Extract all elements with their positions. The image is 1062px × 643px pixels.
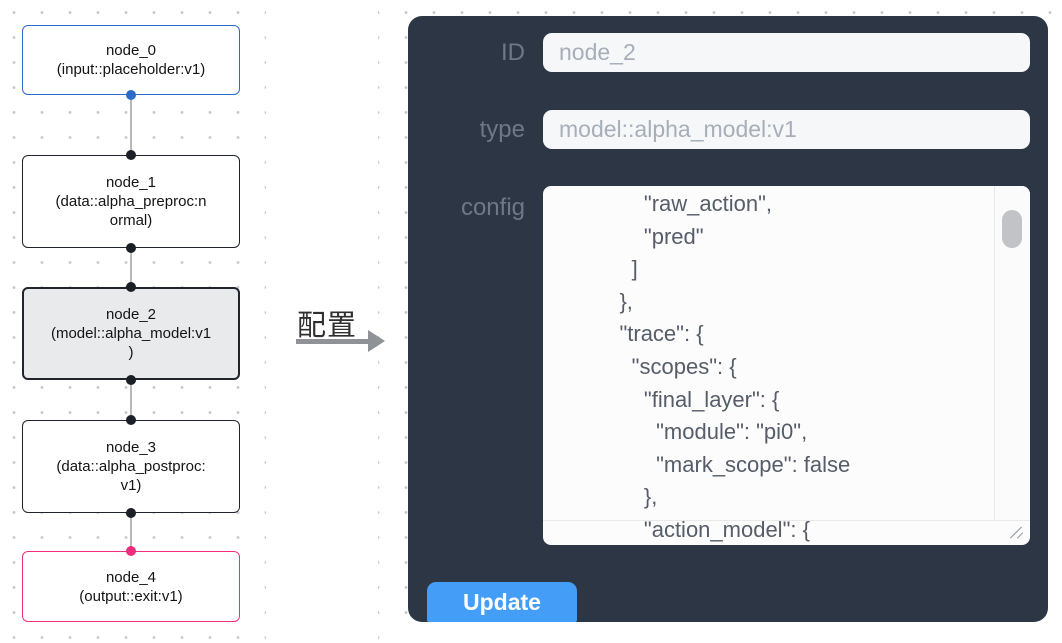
config-json-text[interactable]: "raw_action", "pred" ] }, "trace": { "sc… xyxy=(619,191,851,542)
node-title: node_2 xyxy=(105,306,157,323)
flow-node-node_0[interactable]: node_0(input::placeholder:v1) xyxy=(22,25,240,95)
type-field-label: type xyxy=(479,116,525,143)
config-field-label: config xyxy=(460,194,525,221)
scrollbar-divider xyxy=(543,520,1030,521)
update-button[interactable]: Update xyxy=(427,582,577,622)
port-top-node_3[interactable] xyxy=(126,415,136,425)
node-config-panel: ID type config "raw_action", "pred" ] },… xyxy=(408,16,1048,622)
flow-node-node_1[interactable]: node_1(data::alpha_preproc:n ormal) xyxy=(22,155,240,248)
config-textarea[interactable]: "raw_action", "pred" ] }, "trace": { "sc… xyxy=(543,186,1030,545)
node-title: node_3 xyxy=(105,439,157,456)
edge-node_0-node_1 xyxy=(130,95,132,155)
port-bottom-node_3[interactable] xyxy=(126,508,136,518)
flow-node-node_4[interactable]: node_4(output::exit:v1) xyxy=(22,551,240,622)
background xyxy=(1048,16,1062,643)
scrollbar-thumb[interactable] xyxy=(1002,210,1022,248)
edge-node_2-node_3 xyxy=(130,380,132,420)
edge-node_3-node_4 xyxy=(130,513,132,551)
node-type-label: (model::alpha_model:v1 ) xyxy=(50,325,212,361)
id-input[interactable] xyxy=(543,33,1030,72)
node-type-label: (input::placeholder:v1) xyxy=(56,61,206,78)
node-type-label: (data::alpha_postproc: v1) xyxy=(56,458,206,494)
arrow-right-icon xyxy=(296,339,369,344)
port-top-node_1[interactable] xyxy=(126,150,136,160)
node-title: node_1 xyxy=(105,174,157,191)
port-bottom-node_2[interactable] xyxy=(126,375,136,385)
port-bottom-node_1[interactable] xyxy=(126,243,136,253)
node-type-label: (data::alpha_preproc:n ormal) xyxy=(55,193,207,229)
background xyxy=(266,0,378,643)
port-bottom-node_0[interactable] xyxy=(126,90,136,100)
node-type-label: (output::exit:v1) xyxy=(79,587,183,605)
port-top-node_4[interactable] xyxy=(126,546,136,556)
background xyxy=(404,622,1062,643)
node-title: node_0 xyxy=(105,42,157,59)
scrollbar-track[interactable] xyxy=(994,186,1030,521)
arrow-right-icon xyxy=(368,330,385,352)
edge-node_1-node_2 xyxy=(130,248,132,287)
flow-node-node_3[interactable]: node_3(data::alpha_postproc: v1) xyxy=(22,420,240,513)
annotation-label: 配置 xyxy=(297,310,358,342)
resize-grip-icon[interactable] xyxy=(1007,522,1027,542)
node-title: node_4 xyxy=(105,568,157,586)
id-field-label: ID xyxy=(501,39,525,66)
flow-node-node_2[interactable]: node_2(model::alpha_model:v1 ) xyxy=(22,287,240,380)
type-input[interactable] xyxy=(543,110,1030,149)
port-top-node_2[interactable] xyxy=(126,282,136,292)
